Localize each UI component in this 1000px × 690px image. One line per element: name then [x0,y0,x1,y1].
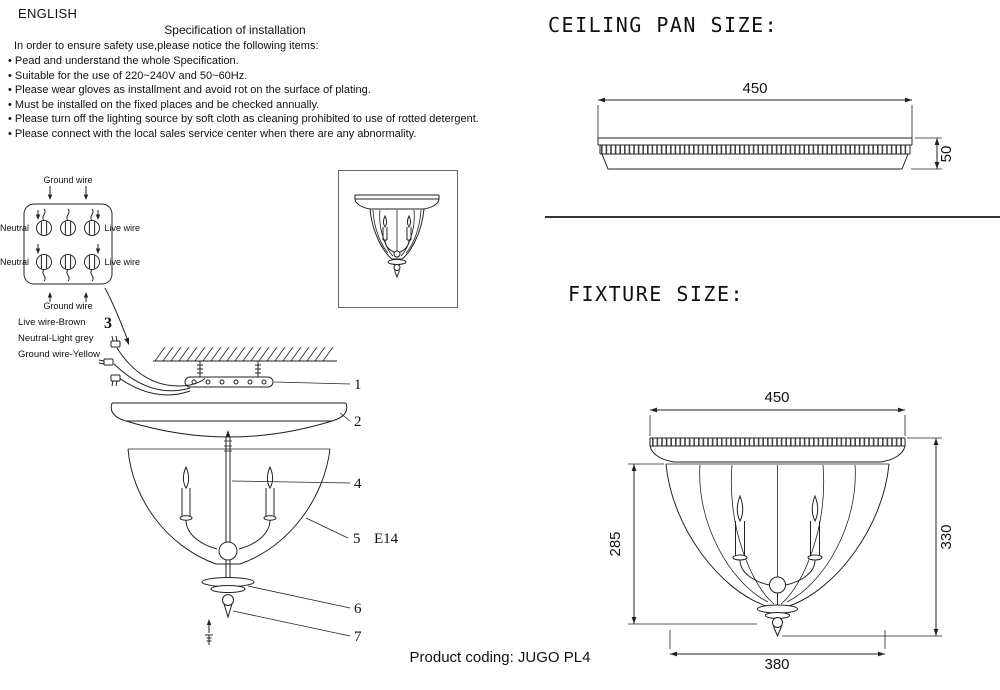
wire-labels: Ground wire Neutral Live wire Neutral Li… [0,175,140,311]
callout-6: 6 [354,601,362,617]
finial-screw [205,619,213,645]
fixture-canopy [649,437,906,463]
callout-5-socket: E14 [374,531,399,547]
glass-bowl [127,448,331,565]
finial [222,594,234,619]
pan-height-dimension: 50 [911,137,955,170]
canopy [110,402,348,438]
legend-ground: Ground wire-Yellow [18,349,101,360]
live-row1-label: Live wire [104,223,140,233]
fixture-glass-height-dimension: 285 [607,463,757,625]
spec-item: • Please wear gloves as installment and … [8,84,371,96]
inset-canopy [354,194,440,210]
language-label: ENGLISH [18,6,78,21]
assembled-fixture-inset [338,170,458,308]
wiring-terminal-diagram: Ground wire Neutral Live wire Neutral Li… [0,175,140,311]
assembled-fixture-drawing [354,194,440,279]
installation-exploded-diagram: 1 2 4 5 E14 6 7 [98,287,399,645]
callout-7: 7 [354,629,362,645]
spec-title: Specification of installation [164,23,306,37]
pan-height-value: 50 [938,146,955,163]
ceiling-pan-size-title: CEILING PAN SIZE: [548,13,779,37]
fixture-glass-height-value: 285 [607,531,624,556]
mounting-bar [184,376,274,388]
ground-wire-top-label: Ground wire [43,175,92,185]
section-divider [545,216,1000,218]
wire-color-legend: Live wire-Brown Neutral-Light grey Groun… [18,315,100,363]
fixture-finial [757,604,798,638]
leader-lines [231,381,351,637]
legend-neutral: Neutral-Light grey [18,333,94,344]
supply-wires [98,335,206,396]
fixture-candles [732,494,823,605]
ceiling-hatch [153,346,337,362]
neutral-row1-label: Neutral [0,223,29,233]
candle-right [238,465,277,550]
spec-intro: In order to ensure safety use,please not… [14,40,319,52]
ceiling-bolts [197,361,261,377]
live-row2-label: Live wire [104,257,140,267]
fixture-bottom-dimension: 380 [669,630,886,673]
fixture-total-height-dimension: 330 [782,437,955,637]
callout-4: 4 [354,476,362,492]
spec-item-list: • Pead and understand the whole Specific… [8,54,568,141]
spec-item: • Please connect with the local sales se… [8,127,417,140]
callout-3: 3 [104,315,112,332]
callout-1: 1 [354,377,362,393]
spec-item: • Suitable for the use of 220~240V and 5… [8,69,248,82]
fixture-top-diameter-value: 450 [764,389,789,406]
fixture-drawing: 450 285 [607,389,955,673]
center-hub [218,541,238,561]
fixture-size-title: FIXTURE SIZE: [568,282,745,306]
fixture-total-height-value: 330 [938,524,955,549]
ground-wire-bottom-label: Ground wire [43,301,92,311]
inset-candles [382,214,412,258]
spec-item: • Please turn off the lighting source by… [8,113,479,125]
pointer-curve [104,287,129,345]
inset-finial [387,259,407,279]
pan-diameter-value: 450 [742,80,767,97]
candle-left [179,465,218,550]
ceiling-pan-drawing: 450 50 [597,80,955,170]
callout-2: 2 [354,414,362,430]
neutral-row2-label: Neutral [0,257,29,267]
product-coding: Product coding: JUGO PL4 [409,649,591,666]
fixture-bottom-diameter-value: 380 [764,656,789,673]
pan-diameter-dimension: 450 [597,80,913,138]
callout-5: 5 [353,531,361,547]
spec-item: • Must be installed on the fixed places … [8,98,320,111]
pan-profile [597,137,913,170]
legend-live: Live wire-Brown [18,317,86,328]
fixture-top-dimension: 450 [649,389,906,436]
bottom-rings [201,577,255,593]
terminal-box [23,203,113,285]
terminal-connectors [36,208,100,282]
spec-item: • Pead and understand the whole Specific… [8,55,239,67]
